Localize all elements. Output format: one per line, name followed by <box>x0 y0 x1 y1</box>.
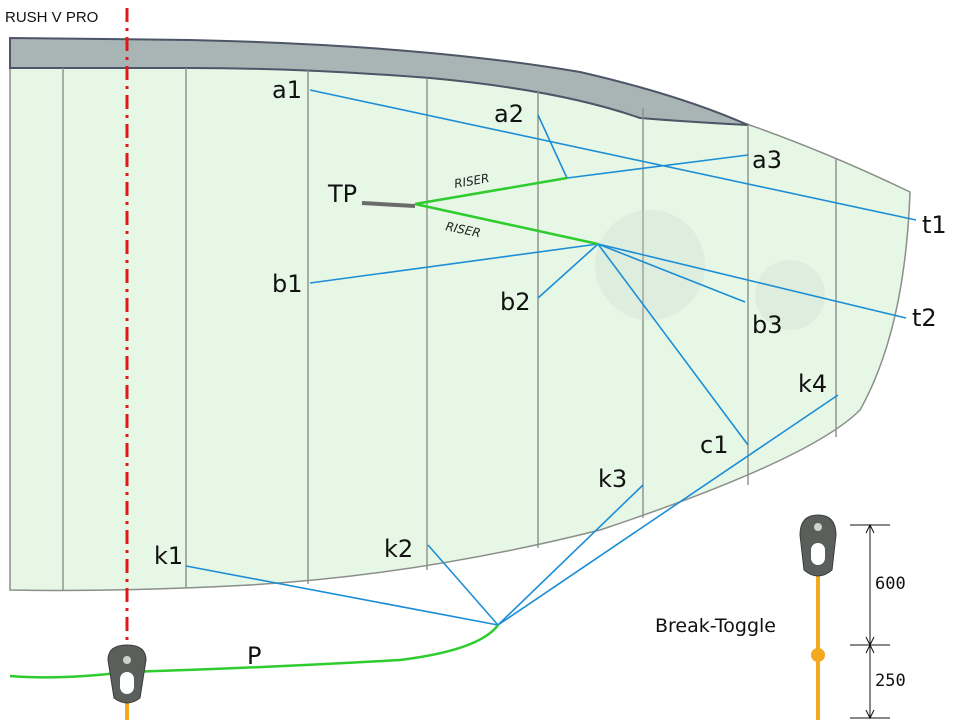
wing-ribs <box>62 68 837 590</box>
break-toggle-label: Break-Toggle <box>655 615 776 637</box>
brake-line-p <box>9 624 500 679</box>
label-a1: a1 <box>272 76 302 104</box>
leading-edge-band <box>9 36 749 126</box>
diagram-title: RUSH V PRO <box>5 9 98 26</box>
dimension-600: 600 <box>875 574 906 594</box>
risers <box>361 176 599 246</box>
break-toggle-assembly <box>799 514 837 720</box>
riser-label-upper: RISER <box>453 171 490 191</box>
brake-pulley-icon <box>107 644 147 720</box>
label-k4: k4 <box>798 370 827 398</box>
label-k2: k2 <box>384 535 413 563</box>
label-b1: b1 <box>272 270 303 298</box>
label-a2: a2 <box>494 100 524 128</box>
label-tp: TP <box>327 180 357 208</box>
toggle-dimension-lines <box>850 523 890 720</box>
label-a3: a3 <box>752 146 782 174</box>
label-c1: c1 <box>700 431 728 459</box>
label-k1: k1 <box>154 542 183 570</box>
label-k3: k3 <box>598 465 627 493</box>
dimension-250: 250 <box>875 671 906 691</box>
label-t2: t2 <box>912 304 937 332</box>
label-p: P <box>247 642 261 670</box>
label-b2: b2 <box>500 288 531 316</box>
label-t1: t1 <box>922 211 947 239</box>
label-b3: b3 <box>752 311 783 339</box>
suspension-lines <box>185 89 917 626</box>
